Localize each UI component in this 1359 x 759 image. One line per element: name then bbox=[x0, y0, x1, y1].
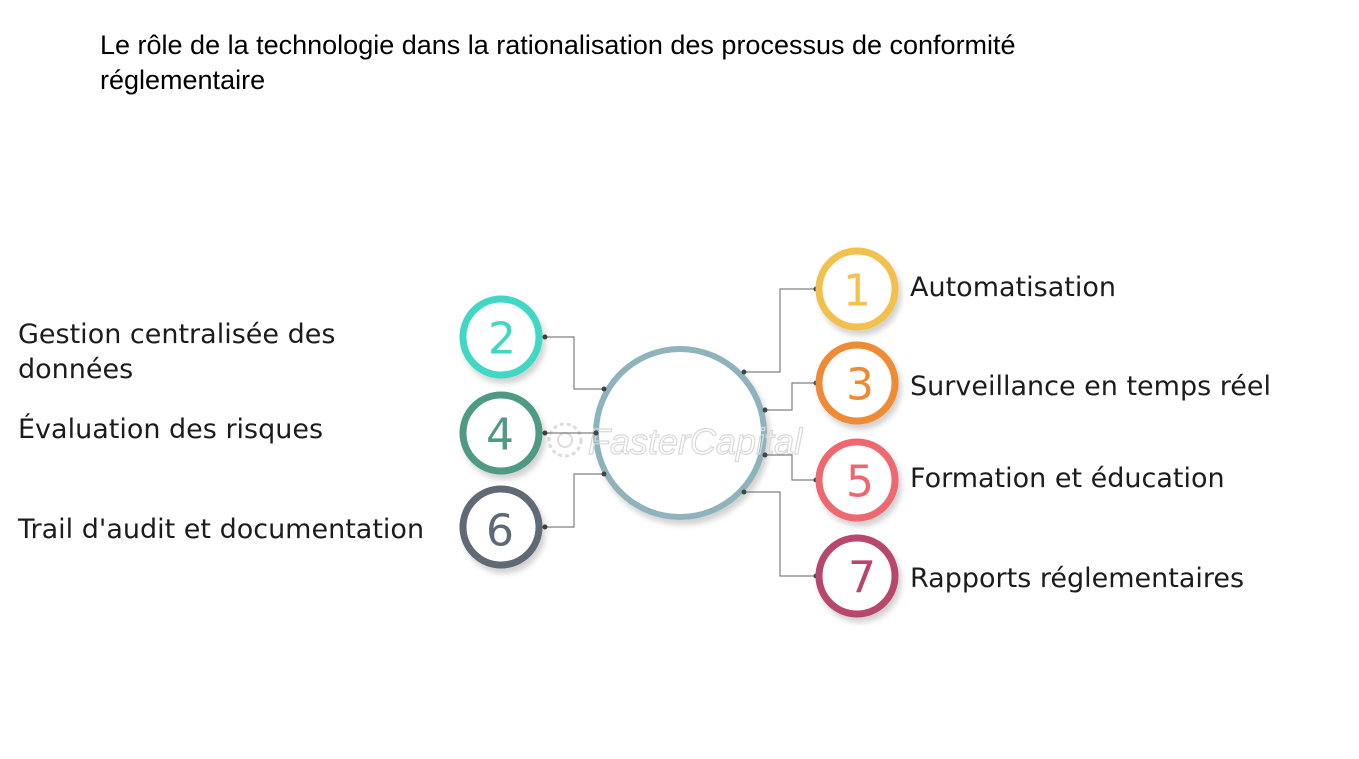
node-6-label: Trail d'audit et documentation bbox=[17, 514, 424, 545]
node-2-label-line-2: données bbox=[18, 354, 133, 385]
connector-2 bbox=[545, 336, 604, 390]
node-2-number: 2 bbox=[488, 314, 516, 365]
node-1-number: 1 bbox=[843, 266, 871, 317]
title-line-1: Le rôle de la technologie dans la ration… bbox=[100, 30, 1016, 60]
node-1: 1 Automatisation bbox=[815, 247, 1116, 331]
connector-1 bbox=[744, 288, 816, 373]
node-2-label-line-1: Gestion centralisée des bbox=[18, 319, 335, 350]
watermark-logo: FasterCapital bbox=[547, 420, 804, 463]
node-3: 3 Surveillance en temps réel bbox=[815, 341, 1271, 425]
node-6-ring bbox=[459, 485, 543, 569]
node-7-number: 7 bbox=[848, 553, 876, 604]
connector-5 bbox=[765, 454, 816, 481]
node-2: 2 Gestion centralisée des données bbox=[18, 295, 543, 385]
node-5-ring bbox=[815, 438, 899, 522]
node-7-label: Rapports réglementaires bbox=[910, 563, 1244, 594]
node-4-number: 4 bbox=[486, 410, 514, 461]
watermark-text: FasterCapital bbox=[588, 421, 803, 462]
node-5: 5 Formation et éducation bbox=[815, 438, 1225, 522]
node-3-label: Surveillance en temps réel bbox=[910, 371, 1271, 402]
node-4: 4 Évaluation des risques bbox=[18, 391, 543, 475]
node-7-ring bbox=[815, 534, 899, 618]
node-3-number: 3 bbox=[846, 360, 874, 411]
node-1-ring bbox=[815, 247, 899, 331]
node-5-number: 5 bbox=[846, 457, 874, 508]
connector-3 bbox=[765, 382, 816, 411]
diagram-title: Le rôle de la technologie dans la ration… bbox=[100, 28, 1220, 98]
node-7: 7 Rapports réglementaires bbox=[815, 534, 1244, 618]
node-4-ring bbox=[459, 391, 543, 475]
node-6-number: 6 bbox=[486, 506, 514, 557]
node-4-label: Évaluation des risques bbox=[18, 413, 323, 445]
title-line-2: réglementaire bbox=[100, 65, 266, 95]
node-5-label: Formation et éducation bbox=[910, 463, 1225, 494]
connectors bbox=[545, 288, 816, 577]
node-3-ring bbox=[815, 341, 899, 425]
node-2-ring bbox=[459, 295, 543, 379]
connector-7 bbox=[744, 491, 816, 577]
node-1-label: Automatisation bbox=[910, 272, 1116, 303]
node-6: 6 Trail d'audit et documentation bbox=[17, 485, 543, 569]
connector-6 bbox=[545, 473, 604, 528]
